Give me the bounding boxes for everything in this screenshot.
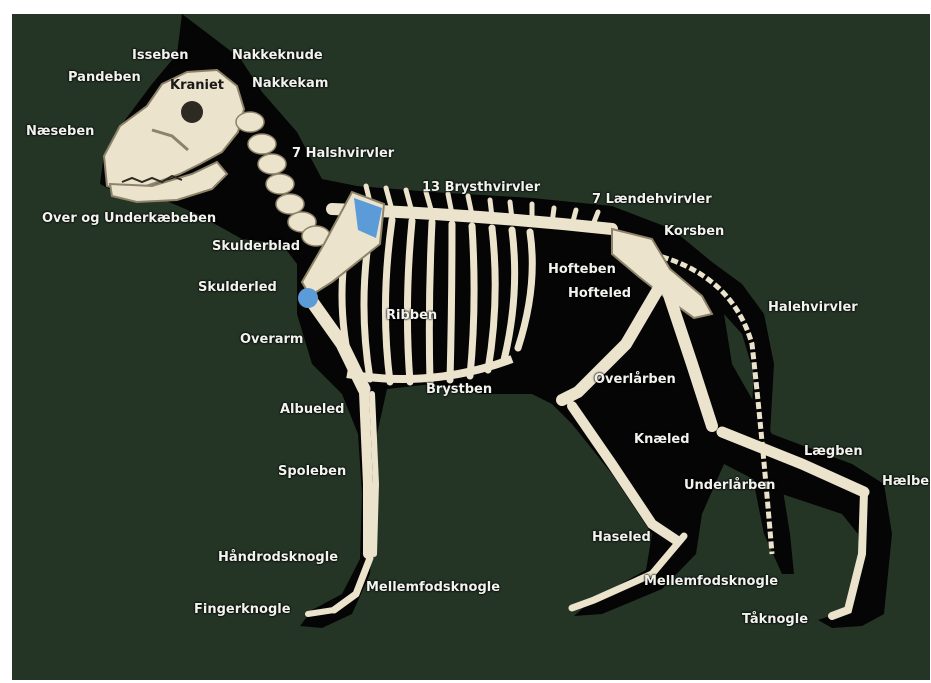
label-mellemfodsknogle-front: Mellemfodsknogle (366, 580, 500, 595)
label-brystben: Brystben (426, 382, 492, 397)
label-haseled: Haseled (592, 530, 651, 545)
label-nakkekam: Nakkekam (252, 76, 328, 91)
label-halshvirvler: 7 Halshvirvler (292, 146, 394, 161)
label-skulderled: Skulderled (198, 280, 277, 295)
label-kraniet: Kraniet (170, 78, 224, 93)
label-knaeled: Knæled (634, 432, 690, 447)
label-halehvirvler: Halehvirvler (768, 300, 858, 315)
label-hofteben: Hofteben (548, 262, 616, 277)
diagram-panel: Isseben Nakkeknude Pandeben Kraniet Nakk… (12, 14, 930, 680)
label-brysthvirvler: 13 Brysthvirvler (422, 180, 540, 195)
label-overarm: Overarm (240, 332, 303, 347)
label-isseben: Isseben (132, 48, 189, 63)
label-spoleben: Spoleben (278, 464, 346, 479)
label-skulderblad: Skulderblad (212, 239, 300, 254)
label-taaknogle: Tåknogle (742, 612, 808, 627)
label-naeseben: Næseben (26, 124, 94, 139)
label-albueled: Albueled (280, 402, 344, 417)
label-hofteled: Hofteled (568, 286, 631, 301)
label-haandrodsknogle: Håndrodsknogle (218, 550, 338, 565)
label-laendehvirvler: 7 Lændehvirvler (592, 192, 712, 207)
label-haelben: Hælbe (882, 474, 929, 489)
label-korsben: Korsben (664, 224, 724, 239)
label-underlaarben: Underlårben (684, 478, 775, 493)
label-ribben: Ribben (386, 308, 437, 323)
image-frame: Isseben Nakkeknude Pandeben Kraniet Nakk… (4, 4, 927, 679)
label-nakkeknude: Nakkeknude (232, 48, 323, 63)
label-fingerknogle: Fingerknogle (194, 602, 291, 617)
label-laegben: Lægben (804, 444, 863, 459)
label-over-underkaebeben: Over og Underkæbeben (42, 211, 216, 226)
label-pandeben: Pandeben (68, 70, 141, 85)
label-mellemfodsknogle-hind: Mellemfodsknogle (644, 574, 778, 589)
label-overlaarben: Overlårben (594, 372, 676, 387)
